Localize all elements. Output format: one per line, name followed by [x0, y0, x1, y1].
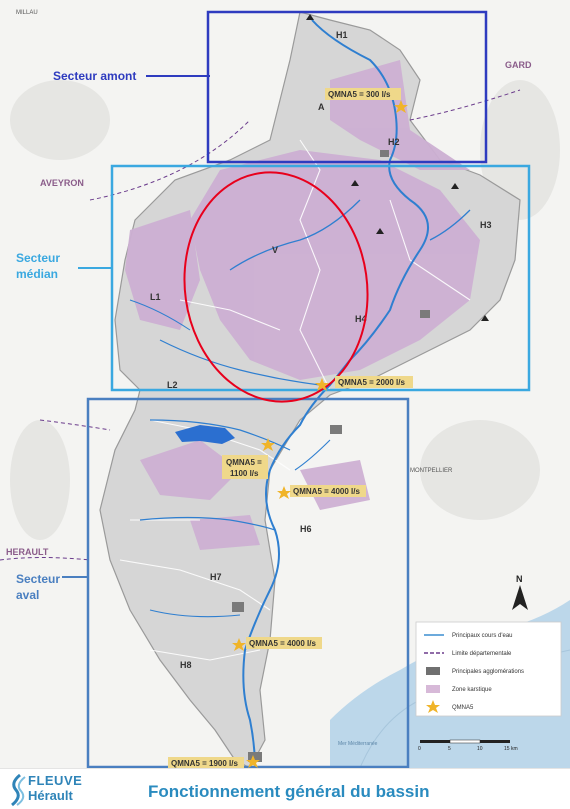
- qmna-star-icon: [394, 100, 408, 113]
- qmna-star-icon: [232, 638, 246, 651]
- city-montpellier: MONTPELLIER: [410, 468, 453, 474]
- zone-label: H1: [336, 30, 348, 40]
- legend-label: Principaux cours d'eau: [452, 633, 513, 639]
- zone-label: V: [272, 245, 278, 255]
- qmna-star-icon: [261, 438, 275, 451]
- legend-star-icon: [426, 700, 440, 713]
- qmna-label: QMNA5 =: [226, 458, 262, 467]
- sector-aval-label-2: aval: [16, 588, 39, 602]
- qmna-star-icon: [315, 378, 329, 391]
- legend-label: Limite départementale: [452, 651, 512, 657]
- legend-label: Principales agglomérations: [452, 669, 524, 675]
- sector-median-label-1: Secteur: [16, 251, 60, 265]
- zone-label: L2: [167, 380, 178, 390]
- sea-label: Mer Méditerranée: [338, 741, 378, 747]
- logo-line1: FLEUVE: [28, 773, 83, 788]
- qmna-label: QMNA5 = 300 l/s: [328, 90, 391, 99]
- region-aveyron: AVEYRON: [40, 178, 84, 188]
- highlight-ellipse: [183, 171, 369, 403]
- sector-amont-box: [206, 10, 488, 164]
- sector-median-label-2: médian: [16, 267, 58, 281]
- zone-label: H2: [388, 137, 400, 147]
- zone-label: H8: [180, 660, 192, 670]
- qmna-label: QMNA5 = 4000 l/s: [249, 639, 316, 648]
- zone-label: H7: [210, 572, 222, 582]
- region-herault: HERAULT: [6, 547, 49, 557]
- svg-text:5: 5: [448, 746, 451, 752]
- sector-aval-label-1: Secteur: [16, 572, 60, 586]
- legend-label: Zone karstique: [452, 687, 492, 693]
- svg-text:10: 10: [477, 746, 483, 752]
- zone-label: L1: [150, 292, 161, 302]
- fleuve-herault-logo: FLEUVE Hérault: [6, 773, 114, 807]
- region-gard: GARD: [505, 60, 532, 70]
- north-arrow-icon: N: [512, 574, 528, 610]
- svg-text:N: N: [516, 574, 523, 584]
- zone-label: H4: [355, 314, 367, 324]
- qmna-star-icon: [277, 486, 291, 499]
- qmna-label: QMNA5 = 1900 l/s: [171, 759, 238, 768]
- qmna-star-icon: [246, 755, 260, 768]
- wave-icon: [11, 773, 26, 807]
- zone-label: H3: [480, 220, 492, 230]
- zone-label: A: [318, 102, 325, 112]
- footer: FLEUVE Hérault Fonctionnement général du…: [0, 768, 570, 809]
- lake: [175, 425, 235, 444]
- qmna-label: QMNA5 = 4000 l/s: [293, 487, 360, 496]
- legend: Principaux cours d'eau Limite départemen…: [415, 621, 562, 717]
- sector-aval-box: [86, 397, 410, 769]
- city-millau: MILLAU: [16, 10, 38, 16]
- legend-label: QMNA5: [452, 705, 474, 711]
- qmna-label: QMNA5 = 2000 l/s: [338, 378, 405, 387]
- qmna-label: 1100 l/s: [230, 469, 259, 478]
- logo-line2: Hérault: [28, 788, 73, 803]
- sector-amont-label: Secteur amont: [53, 69, 136, 83]
- scale-bar: 0 5 10 15 km: [418, 739, 518, 752]
- svg-text:0: 0: [418, 746, 421, 752]
- zone-label: H6: [300, 524, 312, 534]
- page-title: Fonctionnement général du bassin: [148, 782, 430, 801]
- svg-text:15 km: 15 km: [504, 746, 518, 752]
